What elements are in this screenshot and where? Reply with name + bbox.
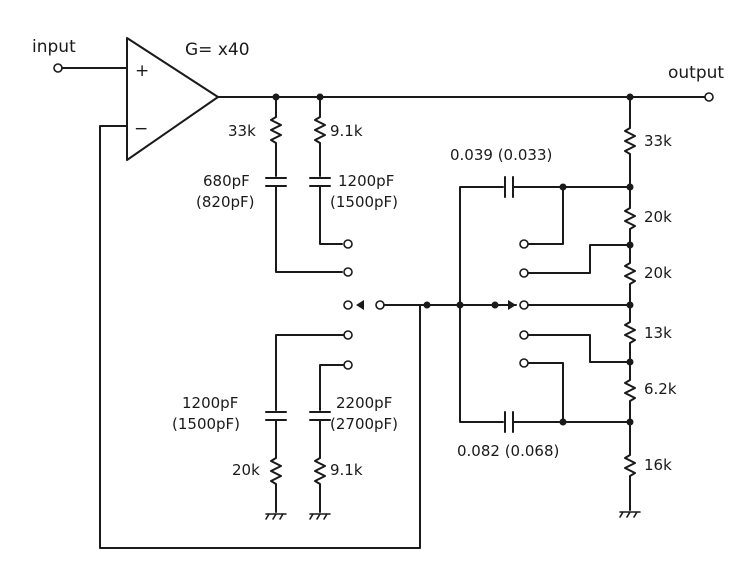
lower-r1-label: 20k bbox=[232, 461, 260, 479]
lower-c2-alt-label: (2700pF) bbox=[330, 415, 398, 433]
right-switch-network bbox=[459, 176, 631, 433]
lower-c1-label: 1200pF bbox=[182, 394, 238, 412]
cap-bottom-label: 0.082 (0.068) bbox=[457, 442, 559, 460]
chain-r6-label: 16k bbox=[644, 456, 672, 474]
lower-c1-alt-label: (1500pF) bbox=[172, 415, 240, 433]
right-divider-chain bbox=[619, 93, 641, 518]
op-amp: + − bbox=[126, 37, 219, 161]
upper-c1-label: 680pF bbox=[203, 172, 250, 190]
output-label: output bbox=[668, 63, 724, 83]
lower-left-network bbox=[265, 330, 353, 520]
output-terminal bbox=[704, 92, 714, 102]
upper-c2-label: 1200pF bbox=[338, 172, 394, 190]
selector-switches bbox=[343, 300, 631, 310]
input-terminal bbox=[53, 63, 128, 73]
op-amp-plus-label: + bbox=[135, 61, 149, 81]
op-amp-minus-label: − bbox=[134, 119, 148, 139]
input-label: input bbox=[32, 37, 76, 57]
upper-c1-alt-label: (820pF) bbox=[196, 193, 254, 211]
chain-r2-label: 20k bbox=[644, 208, 672, 226]
lower-r2-label: 9.1k bbox=[330, 461, 363, 479]
cap-top-label: 0.039 (0.033) bbox=[450, 146, 552, 164]
feedback-wire bbox=[99, 125, 421, 549]
upper-left-network bbox=[265, 93, 353, 277]
gain-label: G= x40 bbox=[185, 40, 250, 60]
chain-r1-label: 33k bbox=[644, 132, 672, 150]
chain-r3-label: 20k bbox=[644, 264, 672, 282]
chain-r5-label: 6.2k bbox=[644, 380, 677, 398]
upper-r1-label: 33k bbox=[228, 122, 256, 140]
chain-r4-label: 13k bbox=[644, 324, 672, 342]
upper-r2-label: 9.1k bbox=[330, 122, 363, 140]
upper-c2-alt-label: (1500pF) bbox=[330, 193, 398, 211]
lower-c2-label: 2200pF bbox=[336, 394, 392, 412]
